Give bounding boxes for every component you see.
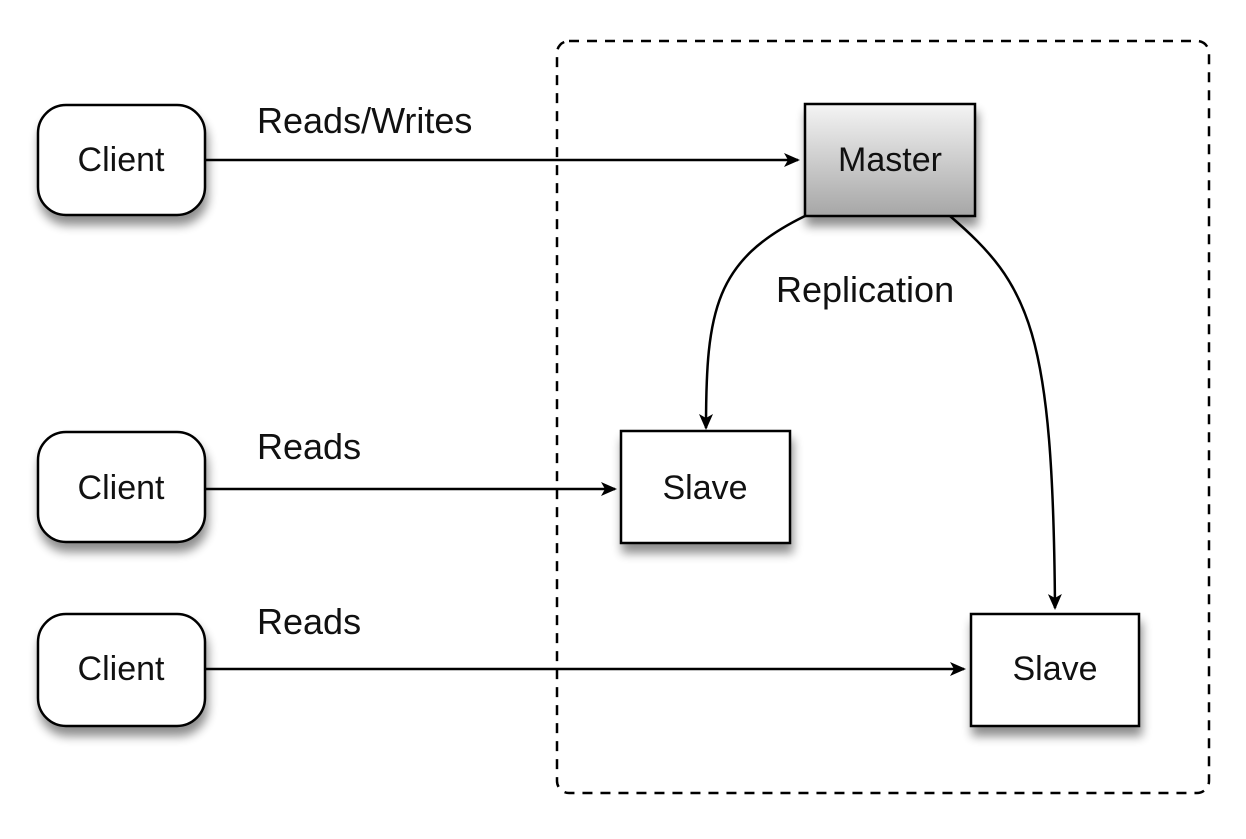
master-node-label: Master [838,141,942,179]
client-node-3: Client [36,612,207,728]
slave-node-label: Slave [1012,650,1097,688]
edge-label-reads-2: Reads [257,601,361,642]
client-node-label: Client [78,650,165,688]
client-node-label: Client [78,141,165,179]
edge-master-slave2-replication [949,215,1062,610]
client-node-2: Client [36,430,207,544]
edge-label-reads-writes: Reads/Writes [257,100,472,141]
slave-node-2: Slave [969,612,1141,728]
master-node: Master [803,102,977,218]
client-node-label: Client [78,469,165,507]
edge-label-replication: Replication [776,269,954,310]
slave-node-label: Slave [662,469,747,507]
edge-master-slave1-replication [699,214,806,430]
cluster-boundary [555,39,1211,795]
slave-node-1: Slave [619,429,792,545]
client-node-1: Client [36,103,207,217]
edge-label-reads-1: Reads [257,426,361,467]
